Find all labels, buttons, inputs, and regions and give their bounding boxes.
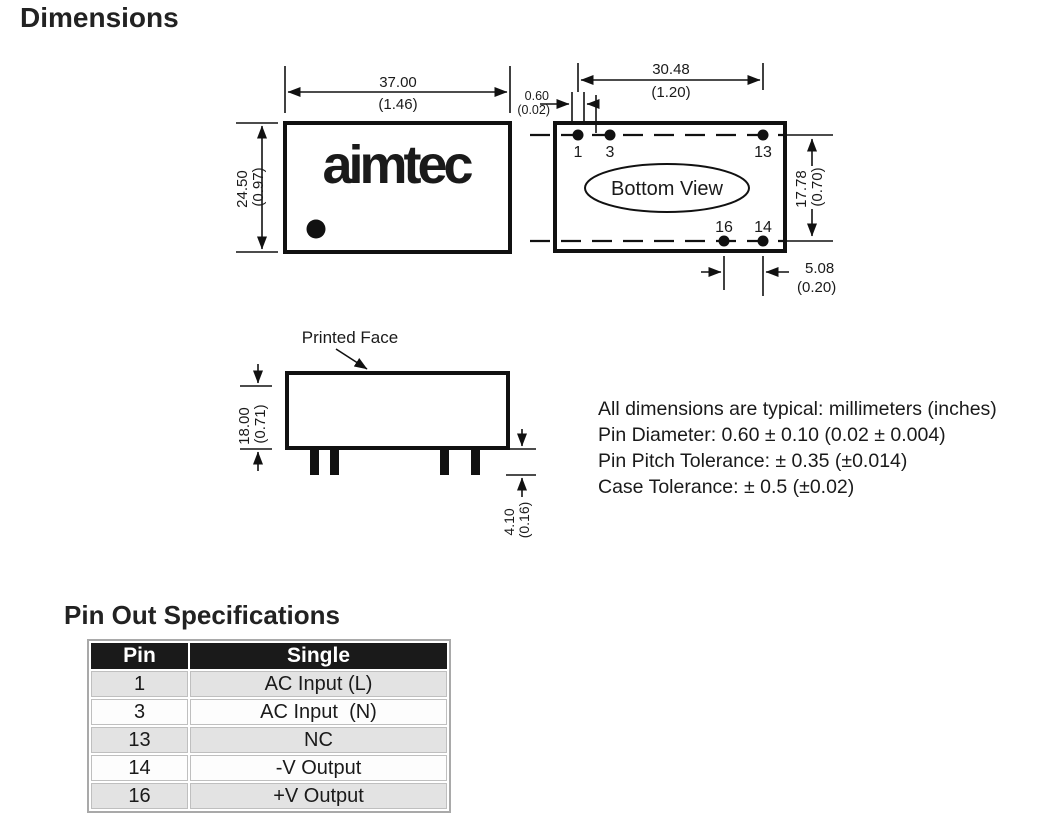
- pin-function: AC Input (L): [190, 671, 447, 697]
- pin-number: 1: [91, 671, 188, 697]
- dim-front-width: [284, 66, 511, 113]
- page-title: Dimensions: [20, 2, 179, 33]
- dim-front-width-in: (1.46): [378, 96, 417, 113]
- pin-13-dot: [757, 129, 769, 141]
- pin-number: 3: [91, 699, 188, 725]
- dim-pin-dia-mm: 0.60: [525, 89, 549, 103]
- pin-function: NC: [190, 727, 447, 753]
- printed-face-label: Printed Face: [302, 328, 398, 347]
- dim-pin-pitch: [701, 256, 789, 296]
- dim-pin-pitch-mm: 5.08: [805, 260, 834, 277]
- dim-front-height: [236, 122, 278, 253]
- dimension-notes: All dimensions are typical: millimeters …: [598, 396, 997, 500]
- pinout-header-row: Pin Single: [91, 643, 447, 669]
- bottom-view: 1 3 13 16 14 Bottom View 30.48 (1.20) 0.…: [517, 61, 836, 296]
- pin1-index-dot: [306, 219, 326, 239]
- dim-pin-pitch-in: (0.20): [797, 279, 836, 296]
- bottom-view-label: Bottom View: [611, 178, 723, 200]
- row-extension-lines: [786, 134, 833, 242]
- dim-pin-span-in: (1.20): [651, 84, 690, 101]
- pin-14-label: 14: [754, 219, 772, 236]
- pinout-col-single: Single: [190, 643, 447, 669]
- bottom-view-callout-ellipse: [584, 163, 750, 213]
- dim-pin-dia-in: (0.02): [517, 103, 550, 117]
- note-line: All dimensions are typical: millimeters …: [598, 398, 997, 420]
- pin-dots: [572, 129, 769, 247]
- printed-face-arrow: [335, 348, 368, 370]
- aimtec-logo: aimtec: [322, 135, 472, 195]
- pin-16-label: 16: [715, 219, 733, 236]
- pin-function: +V Output: [190, 783, 447, 809]
- pin-number: 14: [91, 755, 188, 781]
- note-line: Case Tolerance: ± 0.5 (±0.02): [598, 476, 855, 498]
- pin-function: AC Input (N): [190, 699, 447, 725]
- dim-side-height-label: 18.00 (0.71): [236, 403, 269, 445]
- note-line: Pin Diameter: 0.60 ± 0.10 (0.02 ± 0.004): [598, 424, 946, 446]
- pin-3-label: 3: [606, 144, 615, 161]
- dim-pin-span: [577, 63, 764, 92]
- dim-pin-length: [506, 429, 536, 497]
- pin-3-dot: [604, 129, 616, 141]
- side-view-pins: [310, 448, 480, 475]
- dim-pin-span-mm: 30.48: [652, 61, 690, 78]
- pin-1-dot: [572, 129, 584, 141]
- side-view-outline: [285, 371, 510, 450]
- note-line: Pin Pitch Tolerance: ± 0.35 (±0.014): [598, 450, 908, 472]
- table-row: 16 +V Output: [91, 783, 447, 809]
- table-row: 3 AC Input (N): [91, 699, 447, 725]
- dim-pin-length-label: 4.10 (0.16): [501, 502, 532, 539]
- table-row: 14 -V Output: [91, 755, 447, 781]
- pin-number: 16: [91, 783, 188, 809]
- dimension-drawing: aimtec 37.00 (1.46) 24.50 (0.97): [234, 61, 836, 538]
- pin-function: -V Output: [190, 755, 447, 781]
- table-row: 1 AC Input (L): [91, 671, 447, 697]
- pin-1-label: 1: [574, 144, 583, 161]
- front-view: aimtec 37.00 (1.46) 24.50 (0.97): [234, 66, 512, 254]
- pin-16-dot: [718, 235, 730, 247]
- dim-pin-dia: [540, 92, 600, 133]
- table-row: 13 NC: [91, 727, 447, 753]
- pin-number: 13: [91, 727, 188, 753]
- bottom-view-outline: [553, 121, 787, 253]
- side-view: Printed Face 18.00 (0.71) 4.10: [236, 328, 536, 538]
- pin-14-dot: [757, 235, 769, 247]
- pinout-title: Pin Out Specifications: [64, 600, 340, 630]
- pinout-col-pin: Pin: [91, 643, 188, 669]
- pin-13-label: 13: [754, 144, 772, 161]
- dim-row-spacing-label: 17.78 (0.70): [793, 166, 826, 208]
- dim-front-width-mm: 37.00: [379, 74, 417, 91]
- pinout-table: Pin Single 1 AC Input (L) 3 AC Input (N)…: [87, 639, 451, 813]
- dim-side-height: [240, 364, 272, 471]
- dim-front-height-label: 24.50 (0.97): [234, 166, 267, 208]
